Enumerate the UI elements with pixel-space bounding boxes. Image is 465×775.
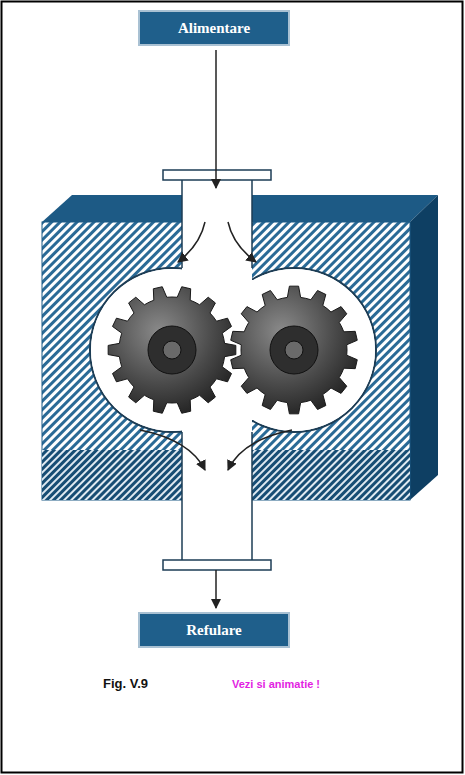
gear-shaft xyxy=(285,341,303,359)
flow-arrow xyxy=(178,222,205,262)
gear-hub xyxy=(148,326,196,374)
gear-body xyxy=(231,286,358,414)
outlet-channel xyxy=(182,415,252,561)
outlet-flange xyxy=(163,560,271,570)
flow-arrow xyxy=(140,430,205,470)
flow-arrow xyxy=(215,50,217,188)
note: Vezi si animatie ! xyxy=(232,678,320,690)
box-label: Refulare xyxy=(186,622,242,639)
cavity xyxy=(91,269,253,431)
gear xyxy=(108,287,236,414)
label-box: Alimentare xyxy=(138,10,290,46)
box-label: Alimentare xyxy=(178,20,250,37)
label-box: Refulare xyxy=(138,612,290,648)
gear-shaft xyxy=(163,341,181,359)
gear-hub xyxy=(270,326,318,374)
cavity xyxy=(213,269,375,431)
flow-arrow xyxy=(215,570,217,608)
gear-body xyxy=(108,287,236,414)
gear xyxy=(231,286,358,414)
flow-arrow xyxy=(228,222,256,262)
inlet-channel xyxy=(182,178,252,290)
inlet-flange xyxy=(163,170,271,180)
figure-number: Fig. V.9 xyxy=(103,676,148,691)
housing-side xyxy=(410,195,438,500)
flow-arrow xyxy=(228,430,292,470)
